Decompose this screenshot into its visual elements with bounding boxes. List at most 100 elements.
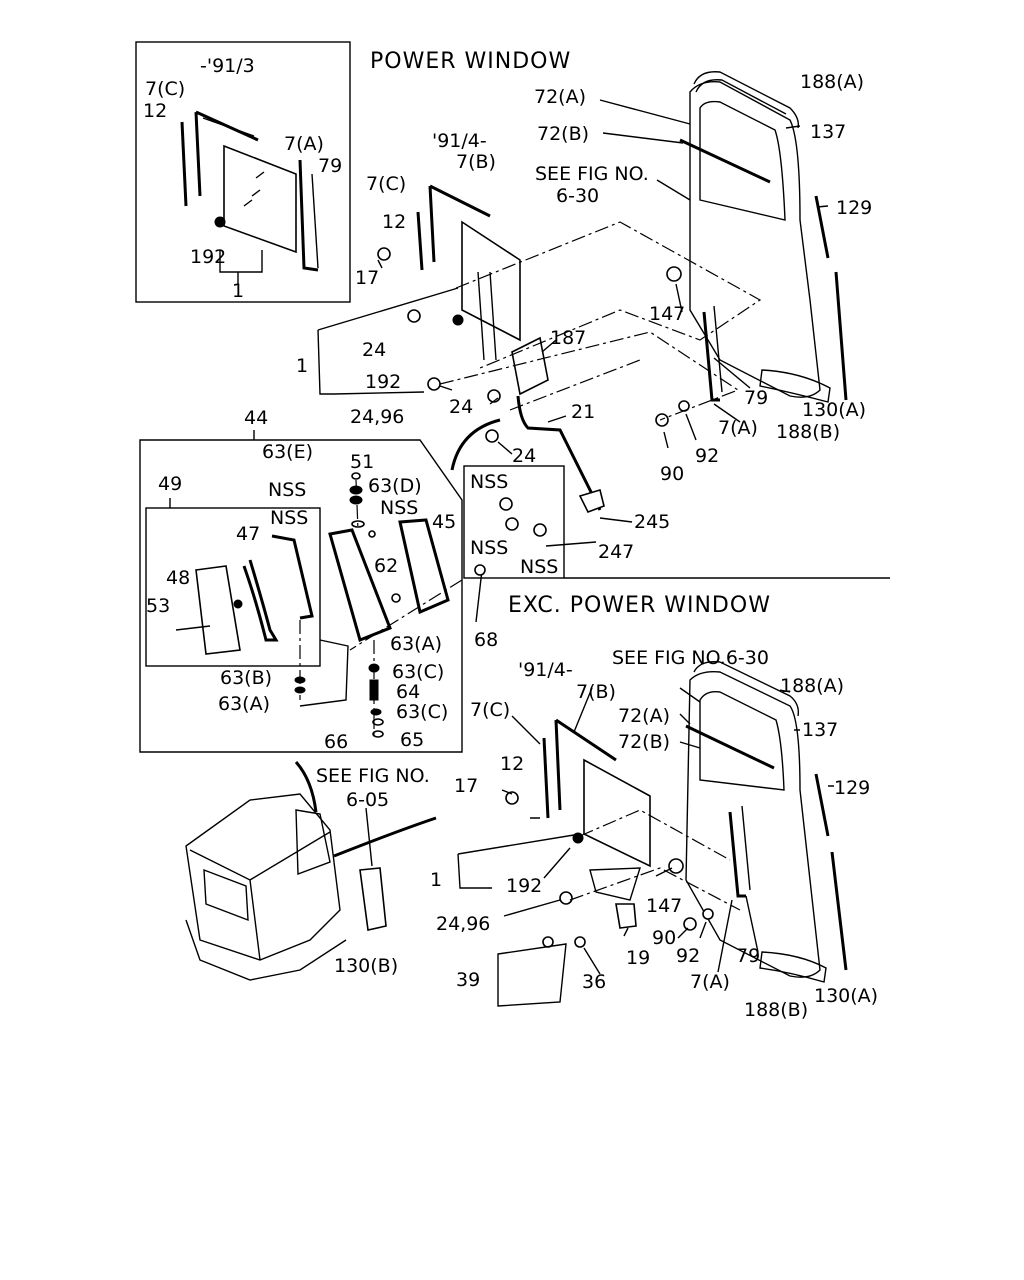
exc-label-7b: 7(B) bbox=[576, 681, 616, 703]
vent-label-63c-1: 63(C) bbox=[392, 661, 444, 683]
exc-label-39: 39 bbox=[456, 969, 480, 991]
pw-bracket-1 bbox=[317, 287, 459, 395]
exc-weatherstrip-188a bbox=[693, 661, 800, 717]
vent-label-63e: 63(E) bbox=[262, 441, 313, 463]
inset-part-79 bbox=[311, 173, 319, 269]
cab-bumper bbox=[185, 919, 347, 981]
vent-glass-48 bbox=[195, 565, 241, 655]
inset-early-model: -'91/3 7(C) 12 7(A) 79 192 1 bbox=[135, 41, 351, 303]
pw-rear-channel-7a bbox=[702, 311, 720, 402]
pw-harness-lead bbox=[450, 418, 501, 471]
vent-window-section: 44 63(E) 51 63(D) NSS NSS NSS 49 47 45 4… bbox=[139, 407, 498, 753]
exc-leader-lines bbox=[501, 687, 834, 975]
vent-label-53: 53 bbox=[146, 595, 170, 617]
inset-label-12: 12 bbox=[143, 100, 167, 122]
pw-guide-lines bbox=[439, 221, 762, 421]
pw-bolt-17 bbox=[377, 247, 391, 261]
vent-label-63a-2: 63(A) bbox=[218, 693, 270, 715]
cab-illustration: SEE FIG NO. 6-05 130(B) bbox=[185, 761, 437, 981]
cab-edges bbox=[189, 831, 331, 961]
cab-side-window bbox=[295, 809, 331, 875]
exc-part-79 bbox=[741, 805, 751, 891]
exc-label-17: 17 bbox=[454, 775, 478, 797]
inset-clip-192 bbox=[214, 216, 226, 228]
vent-washer-65 bbox=[372, 718, 384, 726]
vent-label-49: 49 bbox=[158, 473, 182, 495]
pw-screw-nss-3 bbox=[533, 523, 547, 537]
exc-power-window-heading: EXC. POWER WINDOW bbox=[508, 593, 771, 618]
exc-label-7c: 7(C) bbox=[470, 699, 510, 721]
cab-part-130b bbox=[359, 867, 387, 931]
exc-late-title: '91/4- bbox=[518, 659, 573, 681]
pw-label-nss-1: NSS bbox=[470, 471, 508, 493]
pw-label-21: 21 bbox=[571, 401, 595, 423]
pw-label-12: 12 bbox=[382, 211, 406, 233]
cab-label-130b: 130(B) bbox=[334, 955, 398, 977]
vent-label-64: 64 bbox=[396, 681, 420, 703]
pw-channel-12 bbox=[416, 211, 424, 271]
exc-washer-36 bbox=[574, 936, 586, 948]
exc-label-2496: 24,96 bbox=[436, 913, 490, 935]
vent-washer-63d-b bbox=[349, 495, 363, 505]
exc-bolt-17 bbox=[505, 791, 519, 805]
pw-label-79: 79 bbox=[744, 387, 768, 409]
vent-part-62 bbox=[391, 593, 401, 603]
pw-label-187: 187 bbox=[550, 327, 586, 349]
power-window-late-title: '91/4- bbox=[432, 130, 487, 152]
exc-label-188a: 188(A) bbox=[780, 675, 844, 697]
vent-nut-66 bbox=[372, 730, 384, 738]
cab-body bbox=[185, 793, 341, 961]
pw-label-7b: 7(B) bbox=[456, 151, 496, 173]
inset-label-1: 1 bbox=[232, 280, 244, 302]
inset-label-79: 79 bbox=[318, 155, 342, 177]
pw-label-137: 137 bbox=[810, 121, 846, 143]
exc-label-12: 12 bbox=[500, 753, 524, 775]
vent-guide-lines bbox=[299, 479, 463, 740]
vent-label-nss-1: NSS bbox=[268, 479, 306, 501]
exc-clip-147 bbox=[668, 858, 684, 874]
inset-early-title: -'91/3 bbox=[200, 55, 255, 77]
exc-see-fig: SEE FIG NO.6-30 bbox=[612, 647, 769, 669]
pw-label-245: 245 bbox=[634, 511, 670, 533]
exc-channel-12 bbox=[542, 737, 550, 819]
pw-part-79 bbox=[713, 305, 723, 393]
exc-handle-19 bbox=[615, 903, 637, 929]
exc-bracket-1 bbox=[457, 833, 581, 889]
vent-label-45: 45 bbox=[432, 511, 456, 533]
vent-label-66: 66 bbox=[324, 731, 348, 753]
pw-label-2496: 24,96 bbox=[350, 406, 404, 428]
pw-label-188b: 188(B) bbox=[776, 421, 840, 443]
pw-label-7c: 7(C) bbox=[366, 173, 406, 195]
vent-part-nss bbox=[368, 530, 376, 538]
exc-rear-channel-7a bbox=[728, 811, 746, 898]
pw-label-7a: 7(A) bbox=[718, 417, 758, 439]
exc-label-72b: 72(B) bbox=[618, 731, 670, 753]
pw-label-147: 147 bbox=[649, 303, 685, 325]
pw-harness-21 bbox=[516, 395, 602, 511]
vent-bracket-63a bbox=[299, 639, 349, 707]
inset-glass-shine bbox=[243, 171, 265, 207]
exc-bolt-90 bbox=[683, 917, 697, 931]
pw-strip-130a bbox=[834, 271, 848, 401]
exc-power-window-section: EXC. POWER WINDOW '91/4- SEE FIG NO.6-30 bbox=[430, 593, 878, 1021]
vent-frame-nss bbox=[271, 534, 314, 620]
exc-label-188b: 188(B) bbox=[744, 999, 808, 1021]
vent-label-63d: 63(D) bbox=[368, 475, 422, 497]
vent-label-nss-3: NSS bbox=[270, 507, 308, 529]
exc-label-72a: 72(A) bbox=[618, 705, 670, 727]
pw-motor-187 bbox=[511, 336, 549, 396]
exc-door-panel bbox=[685, 670, 821, 978]
power-window-section: POWER WINDOW '91/4- SEE FIG NO. 6-30 bbox=[296, 49, 872, 623]
vent-part-68 bbox=[474, 564, 486, 576]
pw-belt-moulding-72b bbox=[679, 138, 771, 184]
vent-label-68: 68 bbox=[474, 629, 498, 651]
vent-label-nss-2: NSS bbox=[380, 497, 418, 519]
vent-label-63c-2: 63(C) bbox=[396, 701, 448, 723]
pw-label-17: 17 bbox=[355, 267, 379, 289]
exc-door-window-opening bbox=[699, 690, 785, 791]
vent-washer-63c-b bbox=[370, 708, 382, 716]
inset-bracket-1 bbox=[219, 250, 263, 284]
pw-label-130a: 130(A) bbox=[802, 399, 866, 421]
exc-label-130a: 130(A) bbox=[814, 985, 878, 1007]
